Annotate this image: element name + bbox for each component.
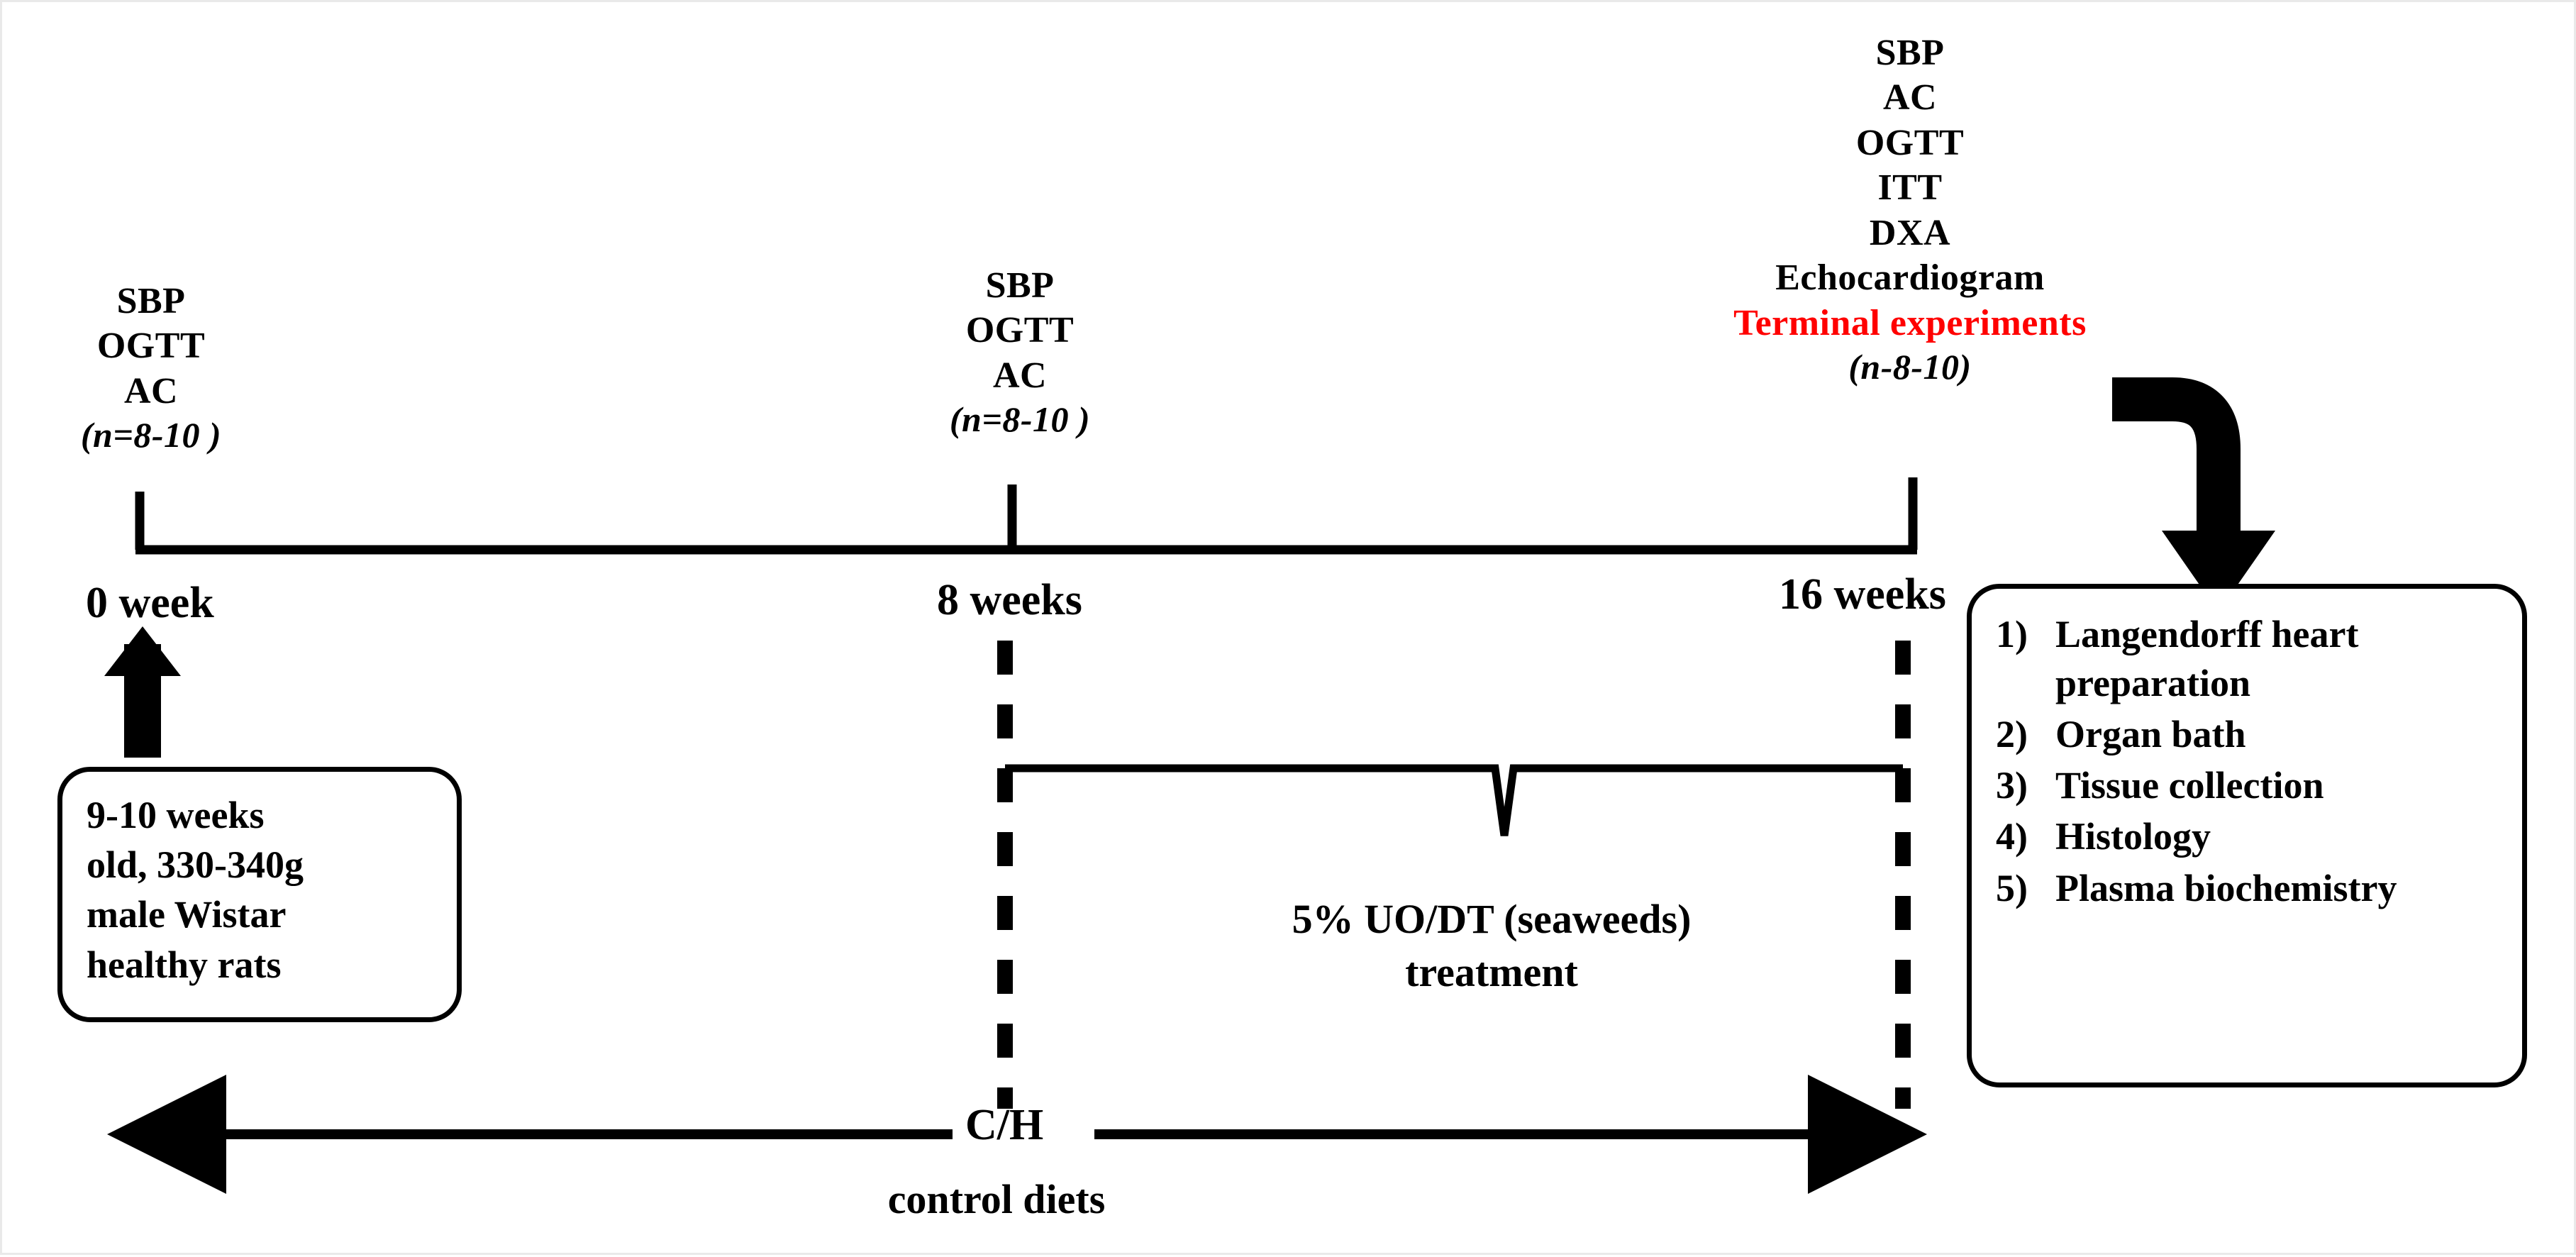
measure-label: OGTT [96, 326, 206, 367]
treatment-line-1: 5% UO/DT (seaweeds) [1292, 896, 1692, 942]
diet-sublabel: control diets [812, 1173, 1181, 1226]
treatment-caption: 5% UO/DT (seaweeds) treatment [1201, 892, 1782, 999]
results-list: Langendorff heart preparation Organ bath… [1972, 589, 2522, 913]
measure-label: OGTT [965, 310, 1075, 351]
measure-label: AC [123, 370, 179, 411]
timepoint-week16-measures: SBP AC OGTT ITT DXA Echocardiogram Termi… [1662, 31, 2158, 389]
measure-label: SBP [1875, 33, 1945, 73]
sample-size-label: (n-8-10) [1848, 347, 1972, 387]
result-item: Histology [1996, 812, 2211, 861]
sample-size-label: (n=8-10 ) [949, 399, 1091, 440]
result-item: Langendorff heart preparation [1996, 610, 2359, 705]
measure-label: OGTT [1855, 122, 1965, 163]
terminal-elbow-arrow [2112, 377, 2275, 612]
result-item: Organ bath [1996, 710, 2246, 759]
axis-label-week16: 16 weeks [1779, 570, 1946, 619]
treatment-line-2: treatment [1405, 949, 1578, 996]
measure-label: AC [1882, 77, 1938, 118]
measure-label: DXA [1869, 212, 1951, 253]
measure-label: Echocardiogram [1775, 258, 2045, 299]
animal-line: male Wistar [87, 893, 287, 936]
result-item: Plasma biochemistry [1996, 864, 2397, 913]
diet-sublabel-text: control diets [887, 1176, 1106, 1222]
axis-label-week8: 8 weeks [937, 576, 1082, 624]
treatment-bracket [1005, 764, 1903, 836]
animal-line: healthy rats [87, 943, 282, 986]
animal-description-box: 9-10 weeks old, 330-340g male Wistar hea… [57, 767, 462, 1022]
timepoint-week8-measures: SBP OGTT AC (n=8-10 ) [914, 263, 1126, 441]
result-item: Tissue collection [1996, 761, 2324, 810]
animal-box-arrow [104, 626, 181, 758]
measure-label: SBP [985, 265, 1055, 306]
measure-label: SBP [116, 281, 186, 321]
diet-label: C/H [965, 1101, 1044, 1149]
terminal-experiments-label: Terminal experiments [1733, 302, 2087, 343]
sample-size-label: (n=8-10 ) [80, 415, 222, 455]
animal-line: 9-10 weeks [87, 794, 265, 836]
axis-label-week0: 0 week [86, 579, 214, 627]
measure-label: AC [992, 355, 1048, 396]
measure-label: ITT [1877, 167, 1943, 209]
animal-line: old, 330-340g [87, 843, 304, 887]
timepoint-week0-measures: SBP OGTT AC (n=8-10 ) [45, 279, 257, 457]
terminal-results-box: Langendorff heart preparation Organ bath… [1967, 584, 2527, 1087]
